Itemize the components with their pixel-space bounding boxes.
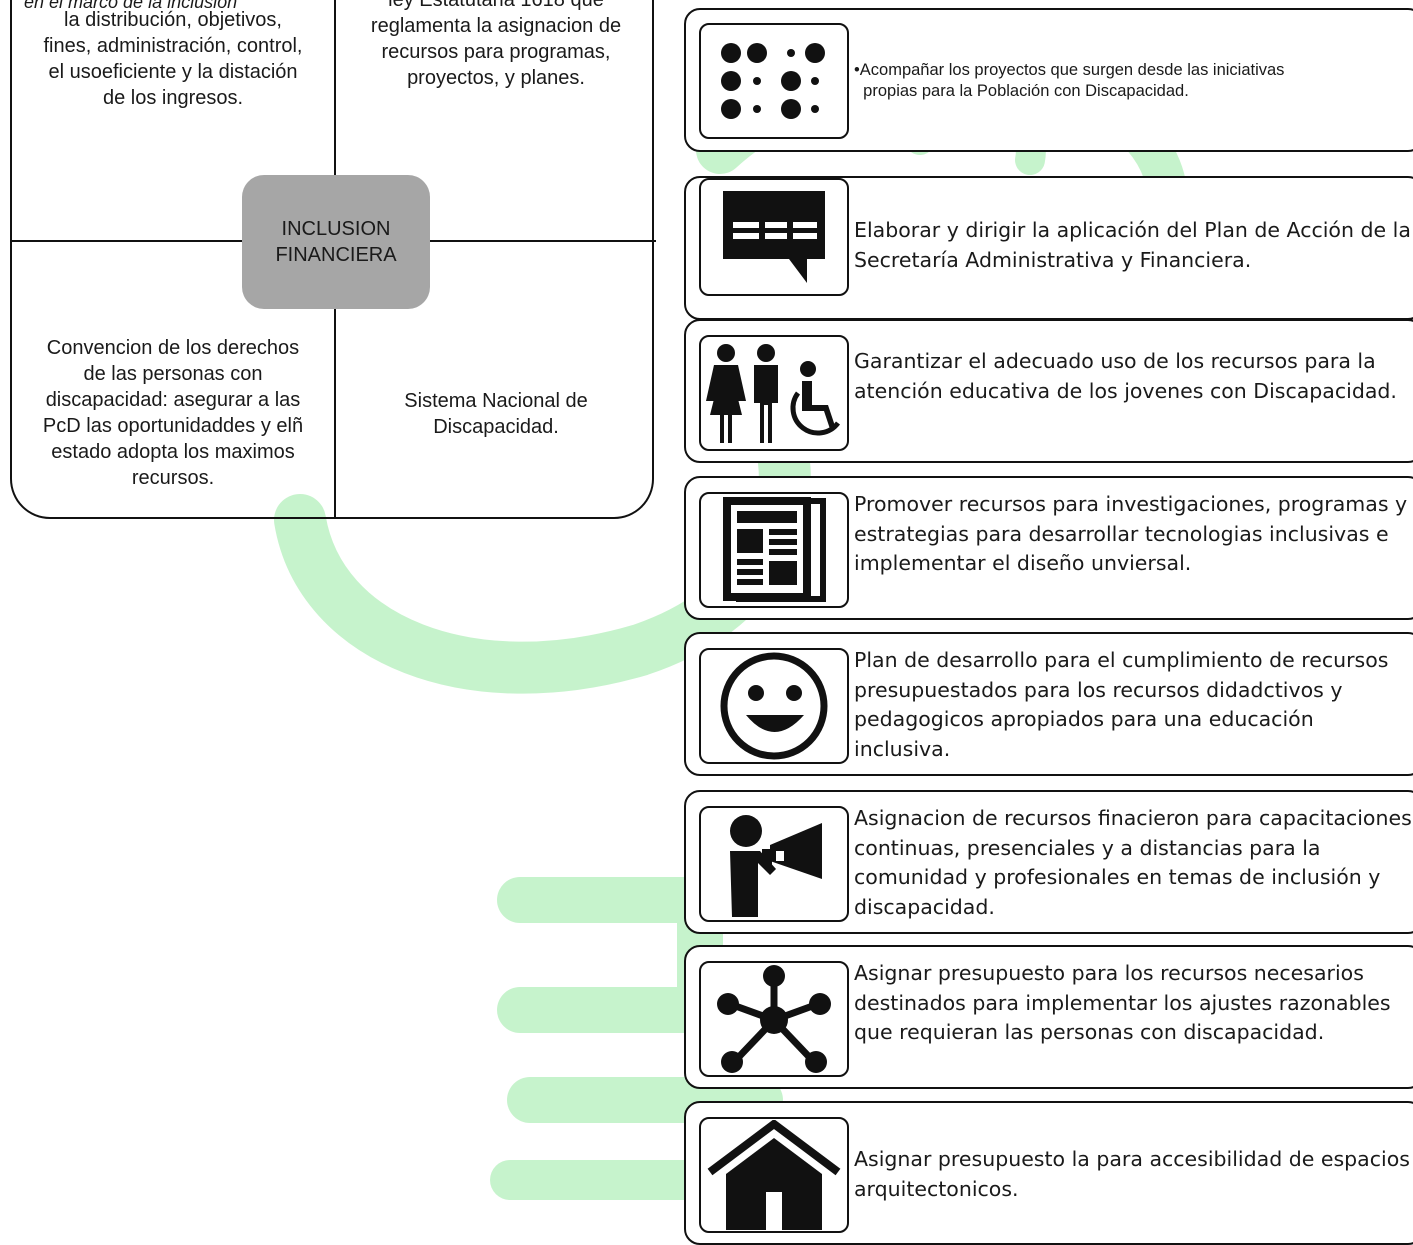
action-item-text: Promover recursos para investigaciones, …: [854, 492, 1408, 575]
quadrant-line: reglamenta la asignacion de: [370, 15, 622, 37]
quadrant-bottom-right: Sistema Nacional de Discapacidad.: [336, 388, 656, 440]
quadrant-line: de los ingresos.: [102, 87, 244, 109]
action-item-text: Plan de desarrollo para el cumplimiento …: [854, 648, 1389, 761]
quadrant-line: Discapacidad.: [433, 416, 559, 438]
quadrant-line: discapacidad: asegurar a las: [45, 389, 301, 411]
action-item-8: Asignar presupuesto la para accesibilida…: [684, 1101, 1413, 1245]
quadrant-line: de las personas con: [83, 363, 263, 385]
house-icon: [699, 1117, 849, 1233]
quadrant-top-left: la distribución, objetivos, fines, admin…: [12, 9, 334, 111]
center-node-inclusion-financiera: INCLUSION FINANCIERA: [242, 175, 430, 309]
network-hub-icon: [699, 961, 849, 1077]
smiley-icon: [699, 648, 849, 764]
quadrant-diagram: la distribución, objetivos, fines, admin…: [10, 0, 656, 519]
quadrant-line: PcD las oportunidaddes y elñ: [42, 415, 304, 437]
braille-icon: [699, 23, 849, 139]
action-item-text: •Acompañar los proyectos que surgen desd…: [854, 61, 1285, 100]
action-item-5: Plan de desarrollo para el cumplimiento …: [684, 632, 1413, 776]
quadrant-line: Convencion de los derechos: [46, 337, 300, 359]
action-item-1: •Acompañar los proyectos que surgen desd…: [684, 8, 1413, 152]
action-item-2: Elaborar y dirigir la aplicación del Pla…: [684, 176, 1413, 320]
center-node-line: FINANCIERA: [275, 244, 397, 266]
quadrant-top-right: ley Estatutaria 1618 que reglamenta la a…: [336, 0, 656, 91]
figure-caption: en el marco de la inclusión: [24, 0, 238, 12]
quadrant-line: Sistema Nacional de: [404, 390, 588, 412]
action-item-7: Asignar presupuesto para los recursos ne…: [684, 945, 1413, 1089]
quadrant-line: recursos para programas,: [381, 41, 611, 63]
newspaper-icon: [699, 492, 849, 608]
chat-bubble-icon: [699, 178, 849, 296]
quadrant-line: fines, administración, control,: [43, 35, 303, 57]
action-item-text: Asignar presupuesto la para accesibilida…: [854, 1147, 1410, 1201]
people-accessibility-icon: [699, 335, 849, 451]
action-item-text: Asignar presupuesto para los recursos ne…: [854, 961, 1391, 1044]
action-item-text: Asignacion de recursos finacieron para c…: [854, 806, 1412, 919]
action-item-text: Garantizar el adecuado uso de los recurs…: [854, 349, 1397, 403]
action-item-4: Promover recursos para investigaciones, …: [684, 476, 1413, 620]
action-item-6: Asignacion de recursos finacieron para c…: [684, 790, 1413, 934]
center-node-line: INCLUSION: [281, 218, 391, 240]
quadrant-line: el usoeficiente y la distación: [48, 61, 298, 83]
action-item-text: Elaborar y dirigir la aplicación del Pla…: [854, 218, 1411, 272]
quadrant-line: estado adopta los maximos: [51, 441, 295, 463]
quadrant-line: proyectos, y planes.: [407, 67, 585, 89]
quadrant-line: recursos.: [131, 467, 215, 489]
quadrant-bottom-left: Convencion de los derechos de las person…: [12, 335, 334, 491]
quadrant-line: la distribución, objetivos,: [64, 9, 282, 31]
megaphone-person-icon: [699, 806, 849, 922]
action-item-3: Garantizar el adecuado uso de los recurs…: [684, 319, 1413, 463]
quadrant-line: ley Estatutaria 1618 que: [388, 0, 604, 11]
